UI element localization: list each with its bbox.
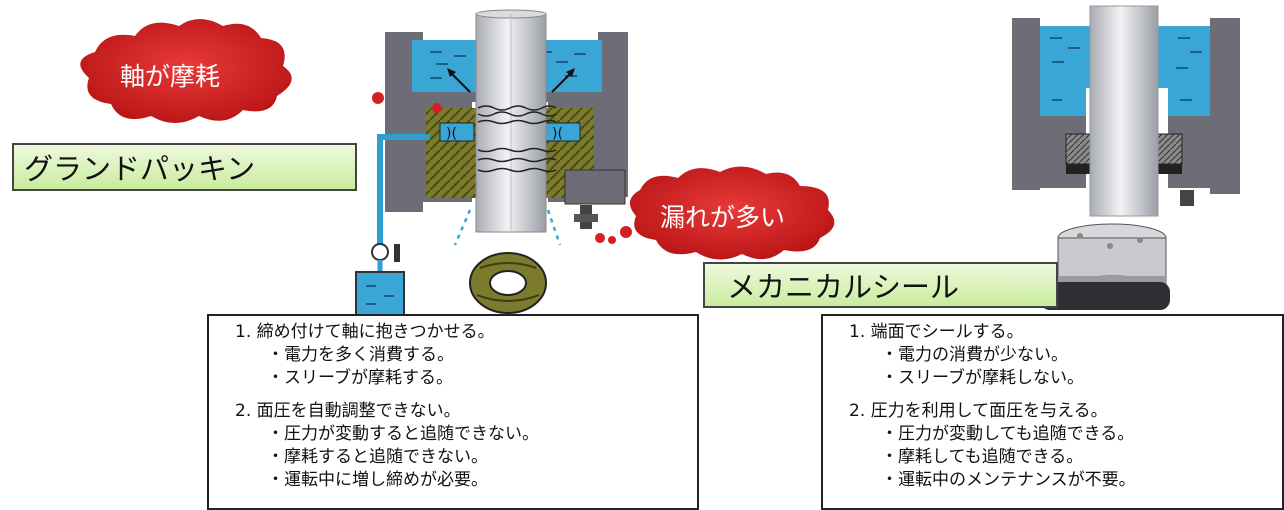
gland-point-2-detail: ・圧力が変動すると追随できない。 bbox=[267, 424, 539, 444]
gland-packing-panel: 1. 締め付けて軸に抱きつかせる。 ・電力を多く消費する。 ・スリーブが摩耗する… bbox=[207, 314, 699, 510]
leak-callout-text: 漏れが多い bbox=[660, 203, 786, 232]
svg-text:)(: )( bbox=[552, 126, 563, 142]
gland-point-1-heading: 1. 締め付けて軸に抱きつかせる。 bbox=[235, 322, 495, 342]
mechanical-seal-title: メカニカルシール bbox=[703, 262, 1058, 308]
wear-callout-text: 軸が摩耗 bbox=[120, 62, 221, 91]
seal-ring-sample bbox=[1040, 282, 1170, 310]
mechanical-seal-panel: 1. 端面でシールする。 ・電力の消費が少ない。 ・スリーブが摩耗しない。 2.… bbox=[821, 314, 1284, 510]
packing-left bbox=[426, 108, 476, 198]
mech-point-2-detail: ・摩耗しても追随できる。 bbox=[881, 447, 1084, 467]
mech-point-2-detail: ・運転中のメンテナンスが不要。 bbox=[881, 470, 1136, 490]
mechanical-seal-assembly bbox=[1012, 5, 1240, 310]
leak-drops bbox=[453, 209, 562, 246]
gland-point-1-detail: ・スリーブが摩耗する。 bbox=[267, 368, 453, 388]
gland-point-2-detail: ・運転中に増し締めが必要。 bbox=[267, 470, 488, 490]
mech-point-1-detail: ・電力の消費が少ない。 bbox=[881, 345, 1068, 365]
mech-point-1-detail: ・スリーブが摩耗しない。 bbox=[881, 368, 1084, 388]
leak-callout-cloud bbox=[629, 166, 835, 260]
gland-packing-title: グランドパッキン bbox=[12, 143, 357, 191]
mech-point-1-heading: 1. 端面でシールする。 bbox=[849, 322, 1024, 342]
gland-point-2-detail: ・摩耗すると追随できない。 bbox=[267, 447, 488, 467]
mech-shaft bbox=[1089, 5, 1159, 217]
gland-point-2-heading: 2. 面圧を自動調整できない。 bbox=[235, 401, 461, 421]
mech-point-2-detail: ・圧力が変動しても追随できる。 bbox=[881, 424, 1135, 444]
wear-callout-cloud bbox=[80, 19, 292, 123]
mech-point-2-heading: 2. 圧力を利用して面圧を与える。 bbox=[849, 401, 1108, 421]
gland-point-1-detail: ・電力を多く消費する。 bbox=[267, 345, 454, 365]
svg-text:)(: )( bbox=[446, 126, 457, 142]
shaft-wear-marks bbox=[477, 105, 557, 173]
gland-packing-assembly: )( )( bbox=[355, 9, 632, 317]
